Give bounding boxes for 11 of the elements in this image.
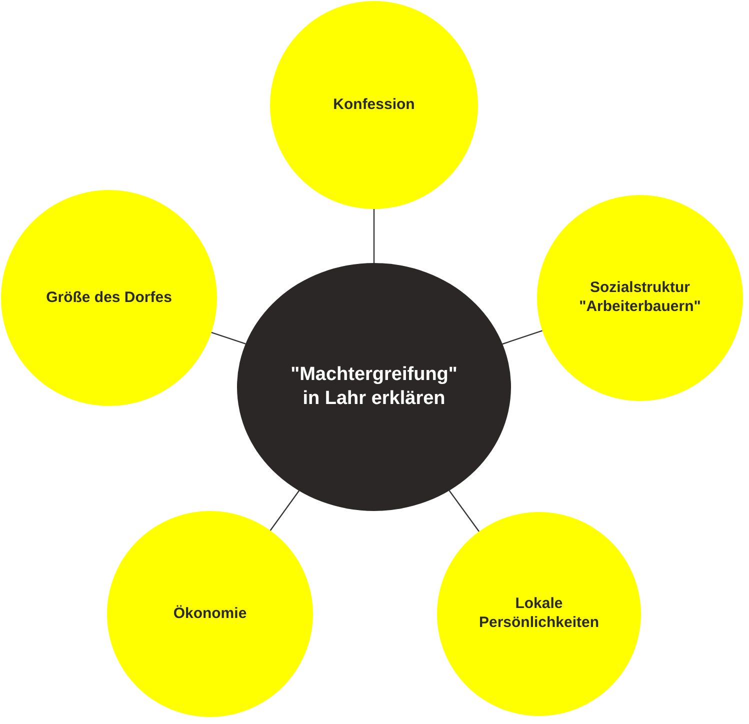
connector-line bbox=[373, 209, 375, 263]
node-label: "Machtergreifung" in Lahr erklären bbox=[290, 363, 458, 411]
connector-line bbox=[270, 490, 300, 531]
node-label: Größe des Dorfes bbox=[46, 288, 172, 308]
node-label: Lokale Persönlichkeiten bbox=[478, 595, 600, 633]
node-label: Konfession bbox=[333, 96, 415, 114]
connector-line bbox=[502, 330, 543, 345]
node-label: Ökonomie bbox=[173, 604, 247, 624]
node-label: Sozialstruktur "Arbeiterbauern" bbox=[578, 279, 702, 317]
connector-line bbox=[448, 490, 480, 532]
connector-line bbox=[211, 332, 246, 344]
